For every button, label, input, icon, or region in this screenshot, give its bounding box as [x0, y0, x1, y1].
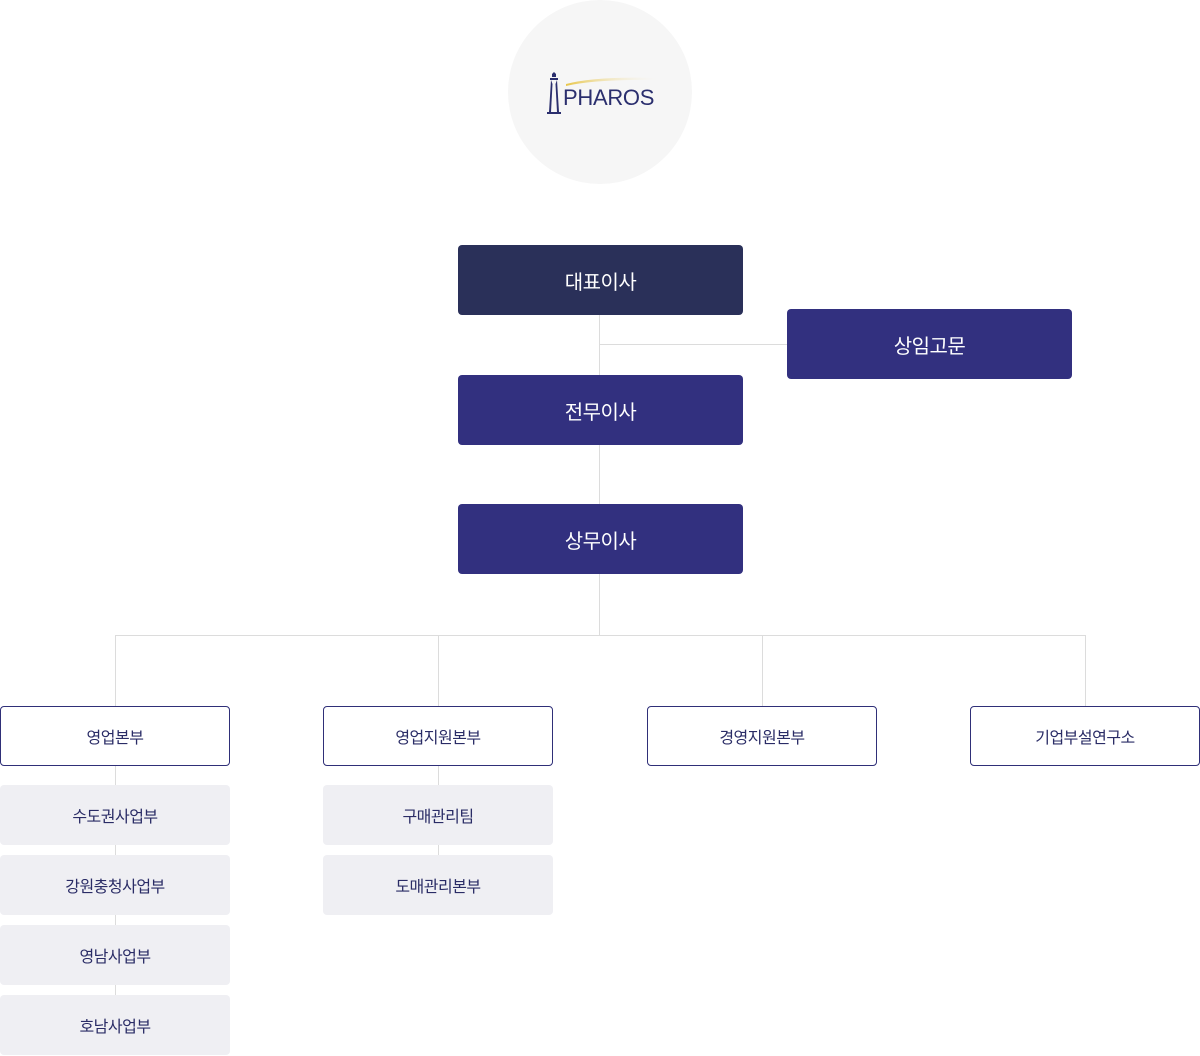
division-label: 경영지원본부 — [719, 728, 805, 747]
connector-executive-down — [599, 573, 600, 635]
connector-to-division-2 — [438, 635, 439, 707]
managing-director-box: 전무이사 — [458, 375, 743, 445]
unit-label: 호남사업부 — [79, 1017, 151, 1036]
unit-yeongnam: 영남사업부 — [0, 925, 230, 985]
executive-director-label: 상무이사 — [564, 528, 637, 553]
ceo-label: 대표이사 — [564, 269, 637, 294]
ceo-box: 대표이사 — [458, 245, 743, 315]
unit-label: 강원충청사업부 — [65, 877, 165, 896]
division-sales-support: 영업지원본부 — [323, 706, 553, 766]
unit-label: 구매관리팀 — [402, 807, 474, 826]
division-label: 영업지원본부 — [395, 728, 481, 747]
lighthouse-icon — [547, 72, 561, 114]
unit-wholesale-management: 도매관리본부 — [323, 855, 553, 915]
connector-to-division-3 — [762, 635, 763, 707]
connector-to-division-1 — [115, 635, 116, 707]
connector-to-division-4 — [1085, 635, 1086, 707]
unit-label: 도매관리본부 — [395, 877, 481, 896]
unit-capital-region: 수도권사업부 — [0, 785, 230, 845]
unit-label: 영남사업부 — [79, 947, 151, 966]
connector-managing-to-executive — [599, 444, 600, 505]
connector-to-advisor — [599, 344, 788, 345]
connector-ceo-to-managing — [599, 314, 600, 376]
logo-swoosh-icon — [566, 77, 662, 86]
division-label: 기업부설연구소 — [1035, 728, 1135, 747]
advisor-label: 상임고문 — [893, 333, 966, 358]
division-sales: 영업본부 — [0, 706, 230, 766]
executive-director-box: 상무이사 — [458, 504, 743, 574]
logo-text: PHAROS — [563, 85, 655, 110]
connector-horizontal-bus — [115, 635, 1086, 636]
advisor-box: 상임고문 — [787, 309, 1072, 379]
unit-purchasing-team: 구매관리팀 — [323, 785, 553, 845]
unit-gangwon-chungcheong: 강원충청사업부 — [0, 855, 230, 915]
managing-director-label: 전무이사 — [564, 399, 637, 424]
division-research-institute: 기업부설연구소 — [970, 706, 1200, 766]
division-management-support: 경영지원본부 — [647, 706, 877, 766]
unit-label: 수도권사업부 — [72, 807, 158, 826]
logo-badge — [508, 0, 692, 184]
division-label: 영업본부 — [86, 728, 144, 747]
unit-honam: 호남사업부 — [0, 995, 230, 1055]
